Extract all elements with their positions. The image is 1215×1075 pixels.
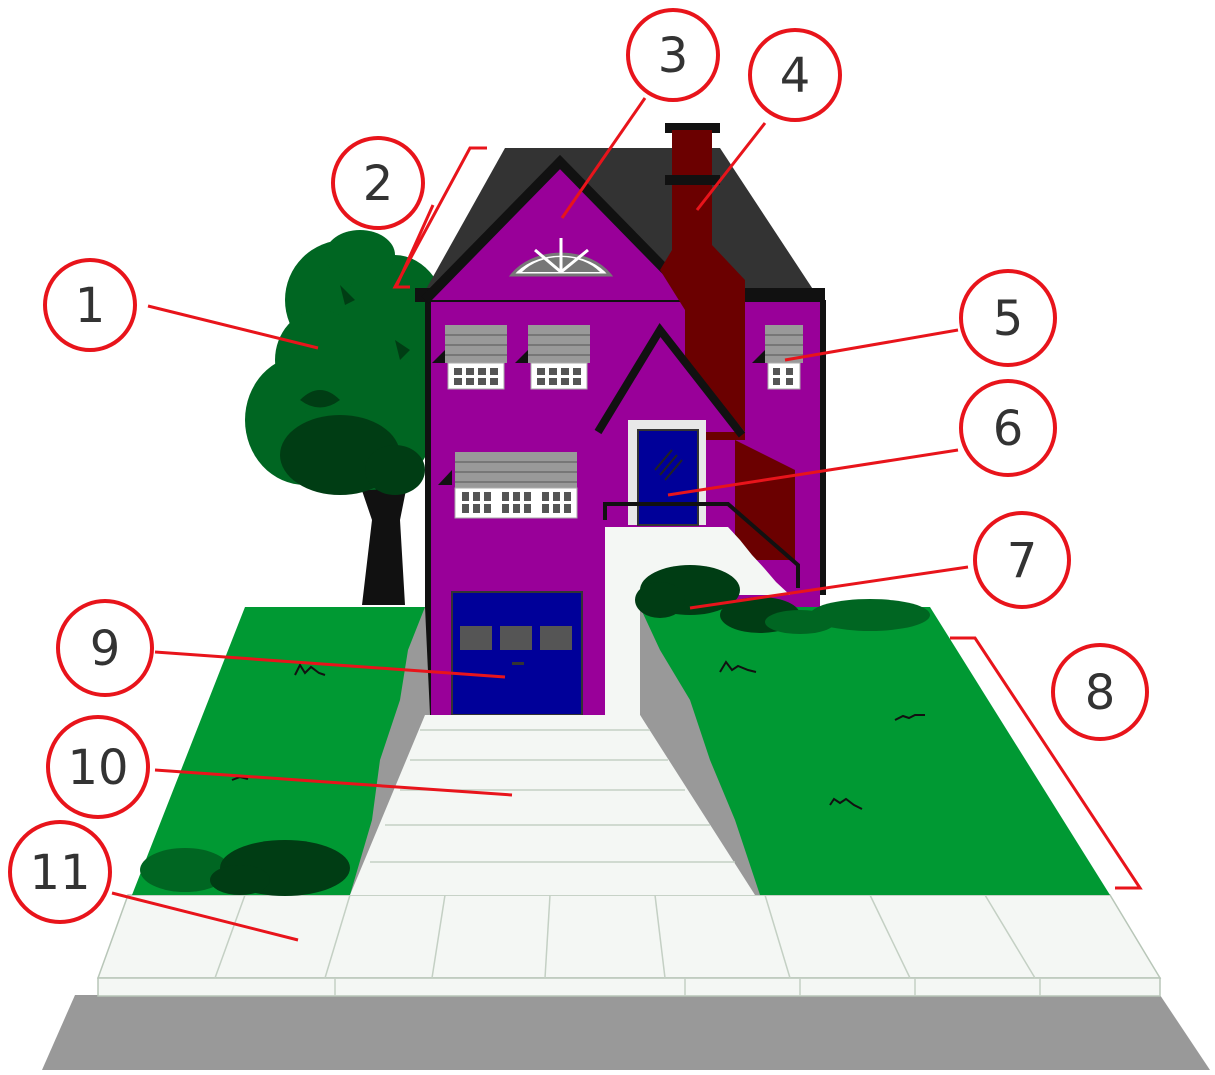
callout-6: 6 <box>993 401 1024 457</box>
middle-window <box>438 452 577 518</box>
callout-1: 1 <box>75 278 106 334</box>
callout-2: 2 <box>363 156 394 212</box>
callout-8: 8 <box>1085 665 1116 721</box>
garage-door <box>452 592 582 715</box>
callout-7: 7 <box>1007 533 1038 589</box>
callout-10: 10 <box>67 740 128 796</box>
road <box>42 995 1210 1070</box>
callout-11: 11 <box>29 845 90 901</box>
callout-3: 3 <box>658 28 689 84</box>
callout-4: 4 <box>780 48 811 104</box>
callout-9: 9 <box>90 621 121 677</box>
tree <box>245 230 450 605</box>
callout-5: 5 <box>993 291 1024 347</box>
sidewalk <box>98 895 1160 996</box>
